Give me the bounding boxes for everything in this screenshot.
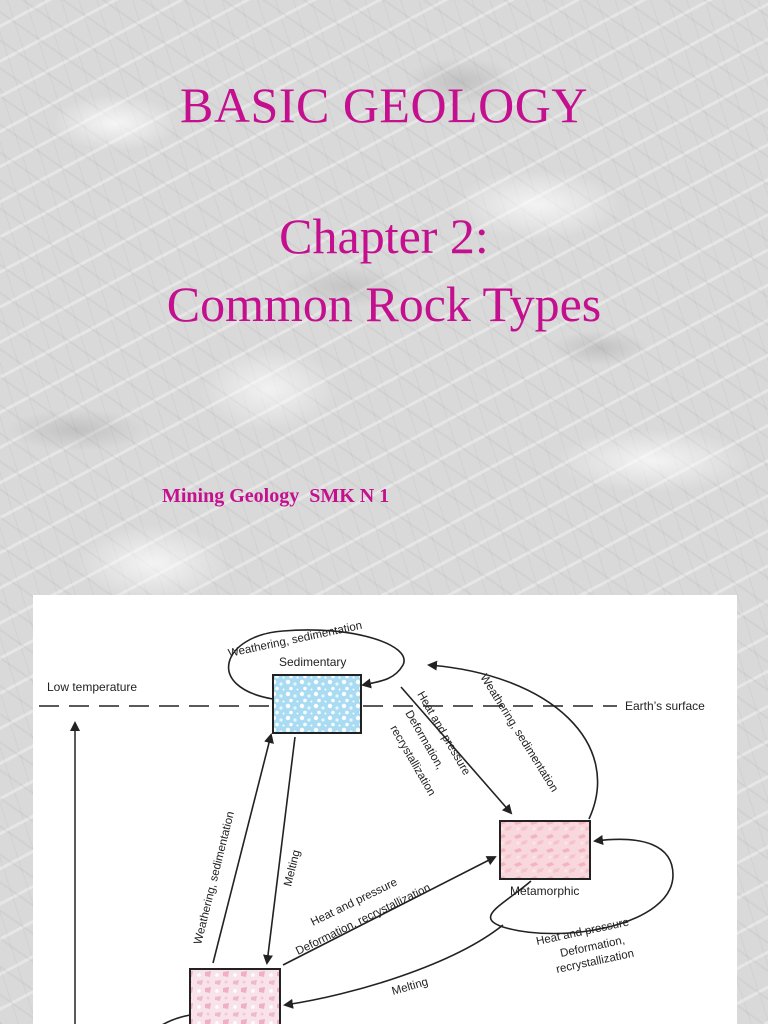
weathering-left-label: Weathering, sedimentation bbox=[192, 810, 237, 945]
rock-cycle-diagram: Low temperature Earth’s surface Sediment… bbox=[33, 595, 737, 1024]
metamorphic-box bbox=[499, 820, 591, 880]
metamorphic-to-sedimentary-arrow bbox=[427, 660, 599, 820]
sedimentary-to-metamorphic-arrow bbox=[400, 686, 513, 815]
metamorphic-to-igneous-arrow bbox=[283, 924, 504, 1009]
melting-bottom-label: Melting bbox=[391, 976, 430, 998]
low-temperature-label: Low temperature bbox=[47, 680, 137, 694]
sedimentary-label: Sedimentary bbox=[279, 655, 346, 669]
sedimentary-self-loop bbox=[227, 629, 405, 700]
chapter-subtitle: Common Rock Types bbox=[166, 276, 602, 332]
sedimentary-box bbox=[272, 674, 362, 734]
metamorphic-self-loop bbox=[489, 835, 674, 935]
slide-title: BASIC GEOLOGY bbox=[180, 77, 588, 133]
melting-center-label: Melting bbox=[282, 849, 303, 888]
weathering-top-label: Weathering, sedimentation bbox=[227, 620, 363, 660]
earths-surface-label: Earth’s surface bbox=[625, 699, 705, 713]
igneous-self-loop bbox=[162, 1014, 191, 1024]
course-label: Mining Geology SMK N 1 bbox=[162, 485, 390, 507]
igneous-box bbox=[189, 968, 281, 1024]
weathering-right-label: Weathering, sedimentation bbox=[477, 672, 560, 794]
sedimentary-to-igneous-arrow bbox=[263, 736, 296, 965]
chapter-number: Chapter 2: bbox=[279, 208, 489, 264]
metamorphic-label: Metamorphic bbox=[510, 884, 579, 898]
igneous-to-sedimentary-arrow bbox=[212, 733, 274, 964]
igneous-to-metamorphic-arrow bbox=[282, 856, 497, 966]
